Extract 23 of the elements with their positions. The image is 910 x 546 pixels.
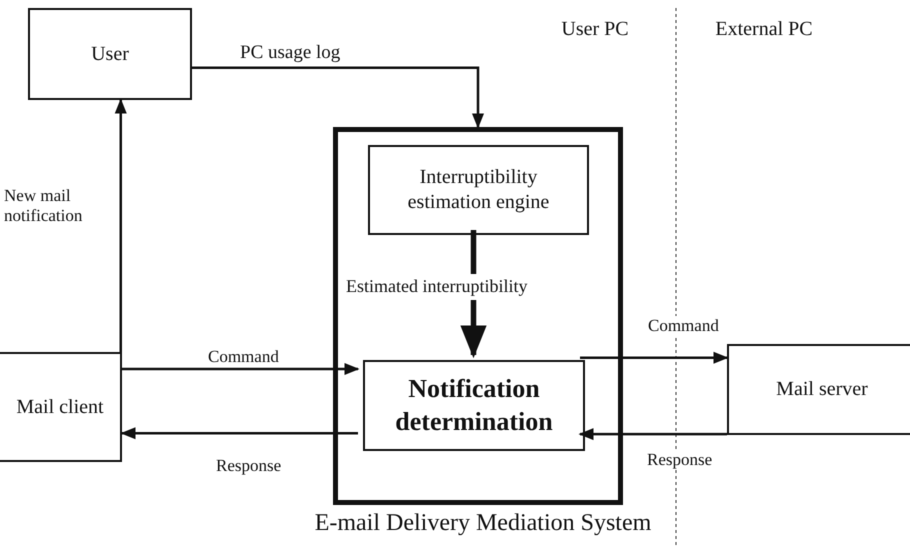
arrow [580, 352, 728, 364]
edge-label: Estimated interruptibility [346, 274, 528, 300]
arrow [578, 428, 727, 440]
node-label: Interruptibility estimation engine [406, 165, 550, 215]
system-caption: E-mail Delivery Mediation System [314, 509, 652, 538]
entity-box [28, 8, 192, 100]
edge-label: PC usage log [240, 42, 340, 65]
arrow [120, 427, 358, 440]
arrow [192, 66, 484, 128]
edge-label: Command [648, 316, 719, 336]
process-box [368, 145, 589, 235]
entity-box [727, 344, 910, 435]
node-label: User [91, 42, 129, 66]
zone-label: External PC [714, 17, 814, 42]
arrow [114, 98, 127, 352]
zone-label: User PC [560, 17, 630, 42]
node-label: Mail server [776, 377, 868, 402]
entity-box [0, 352, 122, 462]
process-box [363, 360, 585, 451]
node-label: Mail client [16, 394, 104, 420]
arrow [122, 363, 360, 376]
edge-label: Response [647, 450, 712, 470]
node-label: Notification determination [394, 373, 554, 438]
